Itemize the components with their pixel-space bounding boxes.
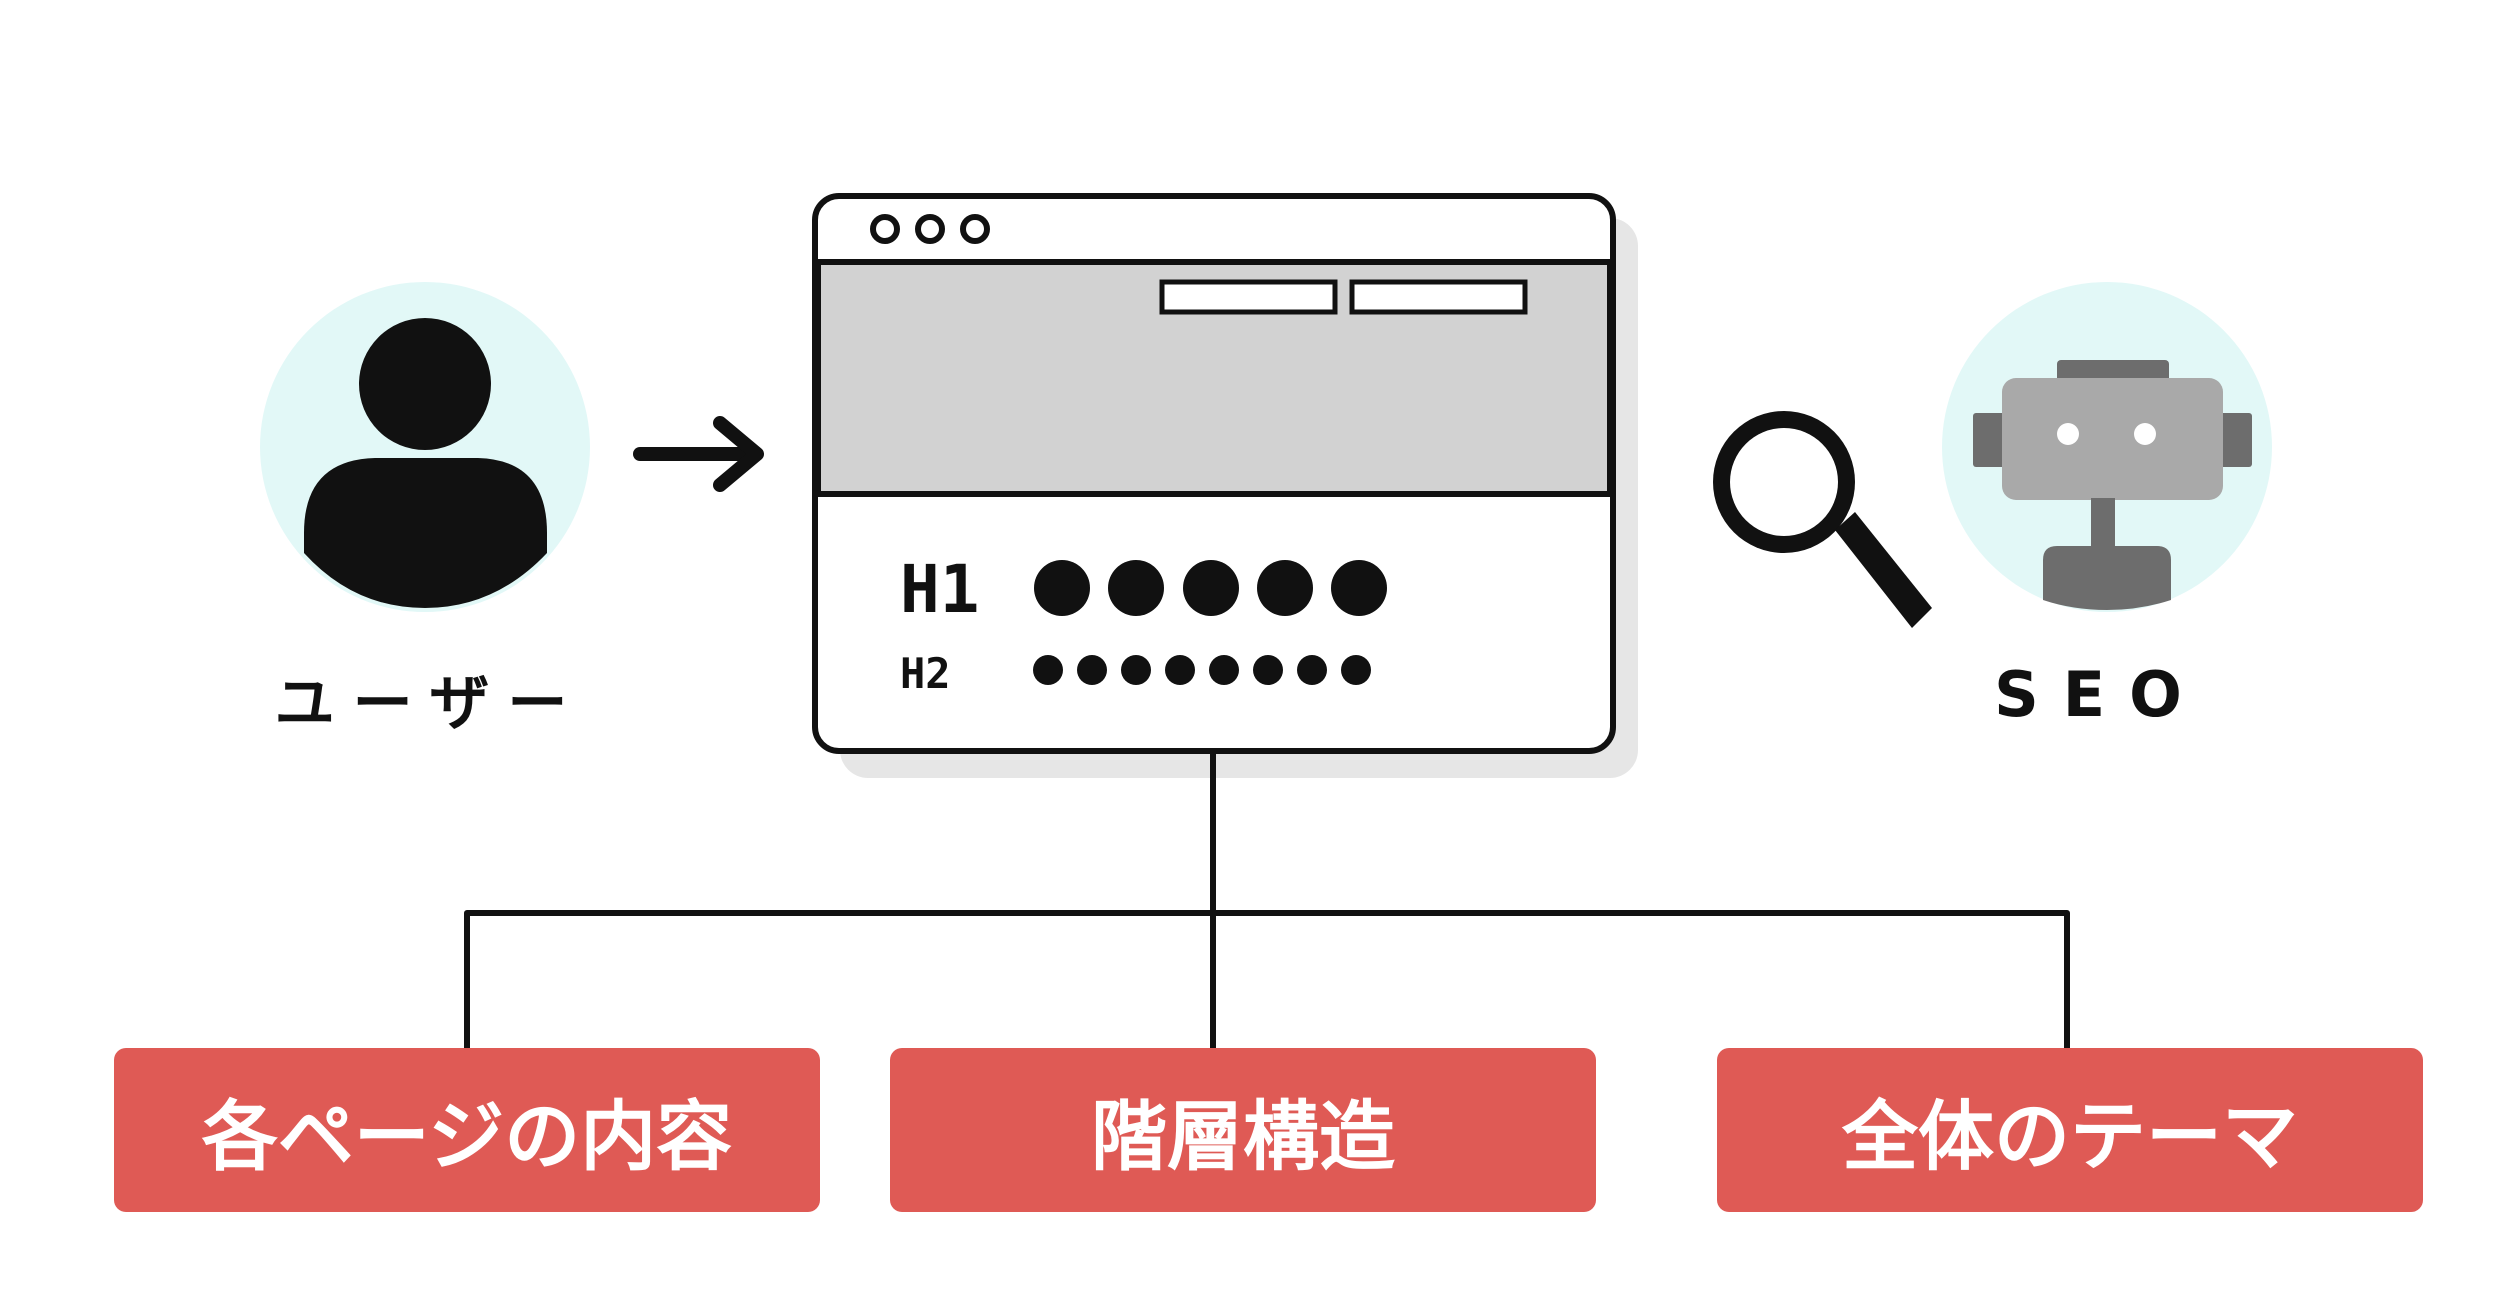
robot-eye-right	[2134, 423, 2156, 445]
h1-dots	[1034, 560, 1387, 616]
user-label: ユーザー	[274, 669, 586, 739]
robot-icon	[1942, 282, 2272, 612]
robot-ear-left	[1973, 413, 2005, 467]
robot-neck	[2091, 498, 2115, 548]
magnifier-icon	[1713, 411, 1932, 628]
connector-lines	[464, 752, 2070, 1052]
box-page-content-label: 各ページの内容	[201, 1092, 733, 1181]
seo-label: SEO	[1994, 658, 2206, 731]
box-overall-theme: 全体のテーマ	[1717, 1048, 2423, 1212]
window-dot-2	[915, 214, 945, 244]
arrow-right-icon	[633, 416, 764, 492]
h2-dots	[1033, 655, 1371, 685]
nav-bar-2	[1349, 279, 1528, 315]
window-dot-1	[870, 214, 900, 244]
browser-window: H1 H2	[812, 193, 1638, 778]
window-dot-3	[960, 214, 990, 244]
robot-top	[2057, 360, 2169, 382]
robot-eye-left	[2057, 423, 2079, 445]
nav-bar-1	[1159, 279, 1338, 315]
robot-body	[2043, 546, 2171, 610]
user-body	[304, 458, 547, 608]
h2-label: H2	[900, 649, 951, 698]
box-overall-theme-label: 全体のテーマ	[1842, 1092, 2298, 1181]
box-page-content: 各ページの内容	[114, 1048, 820, 1212]
h1-label: H1	[900, 551, 979, 628]
user-icon	[260, 282, 590, 612]
box-hierarchy: 階層構造	[890, 1048, 1596, 1212]
user-head	[359, 318, 491, 450]
box-hierarchy-label: 階層構造	[1091, 1092, 1395, 1181]
robot-head	[2002, 378, 2223, 500]
robot-ear-right	[2220, 413, 2252, 467]
